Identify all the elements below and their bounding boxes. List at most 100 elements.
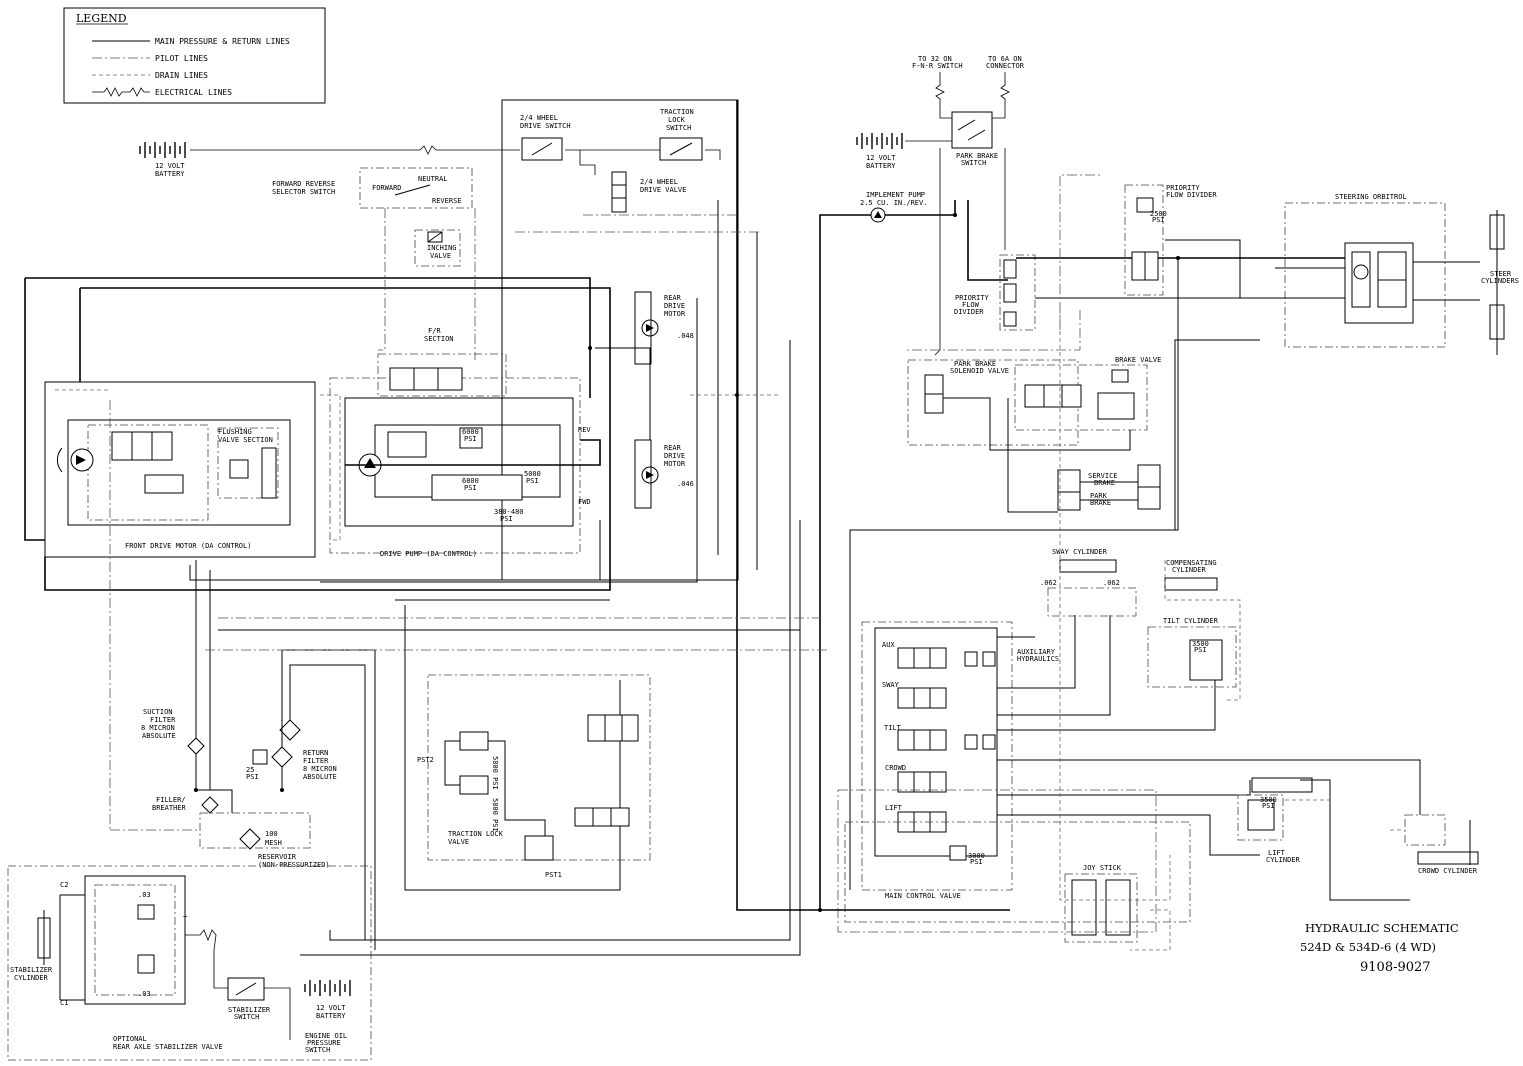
legend-drain: DRAIN LINES <box>155 71 208 80</box>
legend: LEGEND MAIN PRESSURE & RETURN LINES PILO… <box>63 7 326 104</box>
implement-pump: IMPLEMENT PUMP 2.5 CU. IN./REV. <box>860 191 927 223</box>
psi3500a-a: 3500 <box>1192 640 1209 648</box>
psi380-a: 380-480 <box>494 508 524 516</box>
steering-orbitrol: STEERING ORBITROL <box>1284 193 1446 348</box>
tlv-l1: TRACTION LOCK <box>448 830 504 838</box>
optional-stabilizer: STABILIZER CYLINDER C2 C1 .03 .03 T STAB… <box>7 865 372 1061</box>
t-port-label: T <box>183 915 188 923</box>
psi6000-a: 6000 <box>462 428 479 436</box>
return-filter: 25 PSI RETURN FILTER 8 MICRON ABSOLUTE <box>246 746 337 781</box>
comp-cyl-l2: CYLINDER <box>1172 566 1207 574</box>
filler-l2: BREATHER <box>152 804 187 812</box>
legend-electrical: ELECTRICAL LINES <box>155 88 232 97</box>
flushing-l1: FLUSHING <box>218 428 252 436</box>
tls-l2: LOCK <box>668 116 686 124</box>
pfd1-l1: PRIORITY <box>955 294 990 302</box>
aux-hyd-l1: AUXILIARY <box>1017 648 1056 656</box>
mcv-tilt: TILT <box>884 724 902 732</box>
orifice-046: .046 <box>677 480 694 488</box>
implement-pump-l2: 2.5 CU. IN./REV. <box>860 199 927 207</box>
orifice-048: .048 <box>677 332 694 340</box>
psi25-a: 25 <box>246 766 254 774</box>
steer-cyl-l1: STEER <box>1490 270 1512 278</box>
pst1-label: PST1 <box>545 871 562 879</box>
fr-selector-l2: SELECTOR SWITCH <box>272 188 335 196</box>
orifice-062-r: .062 <box>1103 579 1120 587</box>
rdm1-l1: REAR <box>664 294 682 302</box>
compensating-cylinder: COMPENSATING CYLINDER <box>1164 559 1218 591</box>
traction-lock-valve: 5800 PSI 5800 PSI PST2 TRACTION LOCK VAL… <box>417 674 651 879</box>
suction-l1: SUCTION <box>143 708 173 716</box>
park-brake-l1: PARK <box>1090 492 1108 500</box>
title-line-3: 9108-9027 <box>1360 960 1431 975</box>
psi5800-a: 5800 PSI <box>491 756 499 790</box>
reservoir-l1: RESERVOIR <box>258 853 297 861</box>
engine-oil-l3: SWITCH <box>305 1046 330 1054</box>
opt-stab-l2: REAR AXLE STABILIZER VALVE <box>113 1043 223 1051</box>
suction-l3: 8 MICRON <box>141 724 175 732</box>
park-brake-switch: PARK BRAKE SWITCH <box>951 111 998 167</box>
battery-left: 12 VOLT BATTERY <box>139 142 186 178</box>
mcv-aux: AUX <box>882 641 895 649</box>
lift-cyl-l2: CYLINDER <box>1266 856 1301 864</box>
to6a-l1: TO 6A ON <box>988 55 1022 63</box>
tls-l1: TRACTION <box>660 108 694 116</box>
psi6000-b: PSI <box>464 435 477 443</box>
rear-drive-motor-top: REAR DRIVE MOTOR .048 <box>634 291 694 365</box>
battery-bottom: 12 VOLT BATTERY <box>304 980 351 1020</box>
psi380-b: PSI <box>500 515 513 523</box>
legend-pilot: PILOT LINES <box>155 54 208 63</box>
battery-bottom-l2: BATTERY <box>316 1012 346 1020</box>
pst2-label: PST2 <box>417 756 434 764</box>
suction-l4: ABSOLUTE <box>142 732 176 740</box>
stab-cyl-l2: CYLINDER <box>14 974 49 982</box>
battery-left-l1: 12 VOLT <box>155 162 185 170</box>
to6a-l2: CONNECTOR <box>986 62 1025 70</box>
pbsol-l1: PARK BRAKE <box>954 360 996 368</box>
comp-cyl-l1: COMPENSATING <box>1166 559 1217 567</box>
pfd1-l3: DIVIDER <box>954 308 984 316</box>
to32-l1: TO 32 ON <box>918 55 952 63</box>
tilt-cyl-label: TILT CYLINDER <box>1163 617 1219 625</box>
priority-flow-divider-2: PRIORITY FLOW DIVIDER 2500 PSI <box>1124 184 1217 296</box>
return-filter-top <box>279 719 301 741</box>
crowd-cylinder: CROWD CYLINDER <box>1404 814 1479 875</box>
main-control-valve: MAIN CONTROL VALVE AUX SWAY TILT CROWD L… <box>861 621 1013 900</box>
mcv-sway: SWAY <box>882 681 900 689</box>
return-l2: FILTER <box>303 757 329 765</box>
fr-section-l1: F/R <box>428 327 441 335</box>
orifice-03-b: .03 <box>138 990 151 998</box>
pfd2-l2: FLOW DIVIDER <box>1166 191 1217 199</box>
psi3500a-b: PSI <box>1194 646 1207 654</box>
battery-right-l1: 12 VOLT <box>866 154 896 162</box>
rear-drive-motor-bottom: REAR DRIVE MOTOR .046 <box>634 439 694 509</box>
inching-valve: INCHING VALVE <box>414 229 461 267</box>
wdv-l1: 2/4 WHEEL <box>640 178 678 186</box>
battery-bottom-l1: 12 VOLT <box>316 1004 346 1012</box>
pbs-l2: SWITCH <box>961 159 986 167</box>
psi6800-b: PSI <box>464 484 477 492</box>
rdm1-l3: MOTOR <box>664 310 686 318</box>
rdm2-l1: REAR <box>664 444 682 452</box>
pfd1-l2: FLOW <box>962 301 980 309</box>
suction-l2: FILTER <box>150 716 176 724</box>
rdm1-l2: DRIVE <box>664 302 685 310</box>
c1-label: C1 <box>60 999 68 1007</box>
orifice-062-l: .062 <box>1040 579 1057 587</box>
steer-cyl-l2: CYLINDERS <box>1481 277 1519 285</box>
joy-stick-label: JOY STICK <box>1083 864 1122 872</box>
pbs-l1: PARK BRAKE <box>956 152 998 160</box>
engine-oil-l1: ENGINE OIL <box>305 1032 347 1040</box>
psi3000-a: 3000 <box>968 852 985 860</box>
fr-selector-switch: FORWARD REVERSE SELECTOR SWITCH FORWARD … <box>272 167 473 209</box>
pbsol-l2: SOLENOID VALVE <box>950 367 1009 375</box>
tlv-l2: VALVE <box>448 838 469 846</box>
filler-breather: FILLER/ BREATHER <box>152 796 219 814</box>
aux-hyd-l2: HYDRAULICS <box>1017 655 1059 663</box>
stab-cyl-l1: STABILIZER <box>10 966 53 974</box>
c2-label: C2 <box>60 881 68 889</box>
fr-section-l2: SECTION <box>424 335 454 343</box>
rev-label: REV <box>578 426 591 434</box>
inching-l2: VALVE <box>430 252 451 260</box>
